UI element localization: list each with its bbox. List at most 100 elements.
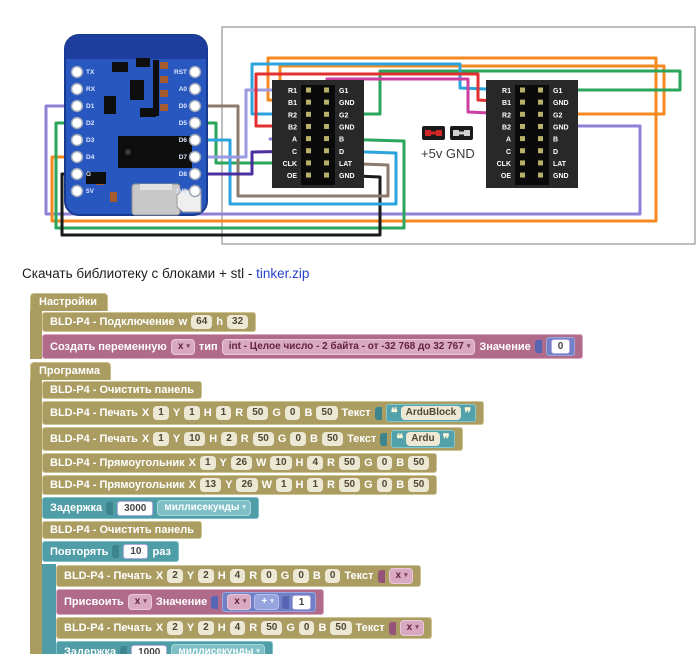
param-value[interactable]: 50 [408,456,430,470]
param-value[interactable]: 0 [261,569,277,583]
pin-label: D4 [86,154,95,161]
block-label: R [240,433,249,445]
param-value[interactable]: 32 [227,315,249,329]
value-field[interactable]: 0 [550,339,571,354]
block-label: Y [172,407,181,419]
block-label: BLD-P4 - Печать [50,407,138,419]
param-value[interactable]: 2 [198,569,214,583]
block-label: w [178,316,188,328]
dropdown[interactable]: x▾ [127,594,152,610]
param-value[interactable]: 50 [261,621,283,635]
block-label: Значение [155,596,208,608]
connector2-pins [520,87,543,178]
param-value[interactable]: 1 [199,456,216,470]
value-field[interactable]: 1 [291,594,312,610]
param-value[interactable]: 0 [284,406,301,420]
block-label: G [272,407,281,419]
dropdown[interactable]: x▾ [170,338,195,355]
dropdown[interactable]: x▾ [227,594,252,610]
param-value[interactable]: 50 [252,432,274,446]
value-field[interactable]: 10 [123,544,149,559]
param-value[interactable]: 0 [290,432,306,446]
pin-label: B2 [502,124,511,131]
download-text: Скачать библиотеку с блоками + stl - [22,266,257,281]
param-value[interactable]: 4 [229,569,246,583]
param-value[interactable]: 1 [275,478,292,492]
param-value[interactable]: 1 [307,478,324,492]
dropdown[interactable]: x▾ [399,620,424,636]
settings-tab[interactable]: Настройки [30,293,109,311]
value-field[interactable]: 1000 [131,644,168,654]
dropdown[interactable]: миллисекунды▾ [171,644,265,654]
param-value[interactable]: 2 [221,432,237,446]
param-value[interactable]: 0 [376,456,393,470]
param-value[interactable]: 0 [376,478,393,492]
expression-group: 0 [545,337,576,356]
param-value[interactable]: 50 [330,621,352,635]
param-value[interactable]: 10 [270,456,292,470]
chevron-down-icon: ▾ [404,572,408,579]
block-row[interactable]: BLD-P4 - Очистить панель [42,381,202,399]
block-label: R [327,457,335,469]
param-value[interactable]: 26 [236,478,258,492]
pin-label: B [553,137,558,144]
param-value[interactable]: 50 [316,406,338,420]
param-value[interactable]: 0 [293,569,309,583]
param-value[interactable]: 0 [298,621,315,635]
param-value[interactable]: 2 [167,569,183,583]
param-value[interactable]: 1 [184,406,200,420]
param-value[interactable]: 50 [321,432,344,446]
dropdown[interactable]: +▾ [254,594,279,610]
socket-connector [380,432,388,446]
dropdown[interactable]: x▾ [388,568,413,584]
chevron-down-icon: ▾ [143,598,147,605]
param-value[interactable]: 1 [215,406,232,420]
param-value[interactable]: 50 [339,456,361,470]
pin-label: G1 [339,88,348,95]
program-tab[interactable]: Программа [30,362,112,380]
expression-group: x▾+▾ 1 [222,592,317,612]
block-label: B [396,479,405,491]
param-value[interactable]: 4 [229,621,246,635]
param-value[interactable]: 0 [324,569,341,583]
param-value[interactable]: 10 [184,432,206,446]
param-value[interactable]: 50 [339,478,361,492]
param-value[interactable]: 50 [247,406,269,420]
block-label: Задержка [50,502,103,514]
pin-label: 3V3 [175,188,187,195]
param-value[interactable]: 1 [153,406,169,420]
param-value[interactable]: 13 [199,478,222,492]
param-value[interactable]: Ardu [406,432,440,446]
download-link[interactable]: tinker.zip [256,266,310,281]
param-value[interactable]: 1 [153,432,169,446]
param-value[interactable]: 4 [307,456,324,470]
param-value[interactable]: 26 [230,456,253,470]
pin-label: D7 [179,154,188,161]
block-row[interactable]: BLD-P4 - Очистить панель [42,521,202,539]
param-value[interactable]: 50 [408,478,430,492]
param-value[interactable]: 2 [167,621,183,635]
dropdown[interactable]: int - Целое число - 2 байта - от -32 768… [221,338,476,355]
param-value[interactable]: ArduBlock [400,406,462,420]
dropdown[interactable]: миллисекунды▾ [157,500,251,516]
socket-connector [120,645,128,654]
value-field[interactable]: 3000 [117,500,154,516]
param-value[interactable]: 64 [191,315,213,329]
param-value[interactable]: 2 [198,621,214,635]
